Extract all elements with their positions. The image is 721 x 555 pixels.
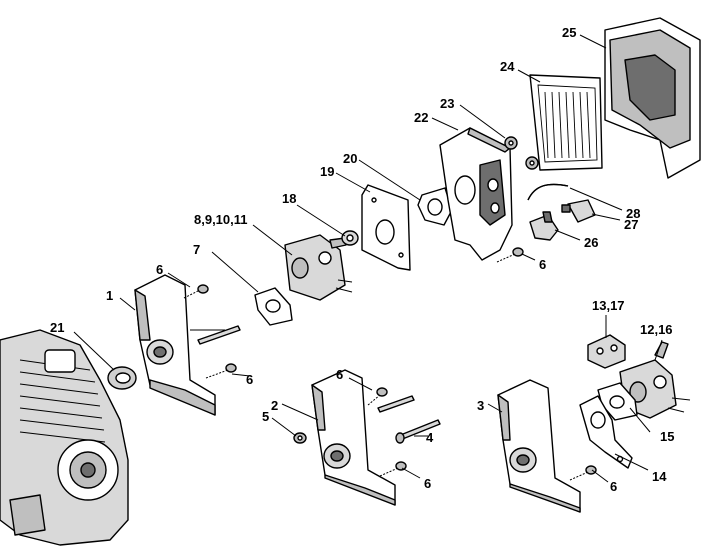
callout-14: 14 [652, 469, 667, 484]
part-23-nut [504, 136, 539, 170]
part-22-filter-base [439, 127, 513, 261]
callout-25: 25 [562, 25, 576, 40]
callout-1: 1 [106, 288, 113, 303]
screw-6c [367, 387, 388, 406]
callout-6b: 6 [246, 372, 253, 387]
callout-4: 4 [426, 430, 434, 445]
stud-2 [377, 395, 415, 413]
part-3-shroud [497, 379, 581, 513]
screw-6a [183, 284, 209, 299]
part-1-shroud [134, 274, 225, 416]
callout-labels: 1 2 3 4 5 6 6 6 6 6 6 7 8,9,10,11 12,16 … [50, 25, 674, 494]
part-24-air-filter [529, 74, 603, 171]
screw-6d [379, 461, 407, 477]
part-25-cover [604, 17, 701, 179]
part-8-carburetor [284, 234, 353, 301]
part-13-connector [587, 334, 626, 369]
callout-13-17: 13,17 [592, 298, 625, 313]
callout-26: 26 [584, 235, 598, 250]
part-21-insulator [107, 366, 137, 390]
callout-6d: 6 [424, 476, 431, 491]
part-26-fitting [529, 211, 559, 241]
part-7-gasket [254, 287, 293, 326]
stud-1 [197, 325, 241, 345]
callout-28: 28 [626, 206, 640, 221]
screw-6f [496, 247, 524, 263]
callout-18: 18 [282, 191, 296, 206]
callout-24: 24 [500, 59, 515, 74]
callout-21: 21 [50, 320, 64, 335]
callout-6f: 6 [539, 257, 546, 272]
callout-2: 2 [271, 398, 278, 413]
screw-6b [205, 363, 237, 379]
callout-27: 27 [624, 217, 638, 232]
callout-19: 19 [320, 164, 334, 179]
part-2-shroud [311, 369, 396, 506]
callout-20: 20 [343, 151, 357, 166]
callout-6c: 6 [336, 367, 343, 382]
callout-6e: 6 [610, 479, 617, 494]
callout-7: 7 [193, 242, 200, 257]
callout-3: 3 [477, 398, 484, 413]
callout-5: 5 [262, 409, 269, 424]
callout-12-16: 12,16 [640, 322, 673, 337]
callout-23: 23 [440, 96, 454, 111]
callout-22: 22 [414, 110, 428, 125]
part-28-hose [527, 183, 569, 201]
part-27-valve [561, 199, 596, 223]
leader-lines [73, 34, 663, 483]
part-5-nut [293, 432, 307, 444]
screw-6e [569, 465, 597, 481]
part-18-plug [341, 230, 359, 246]
callout-15: 15 [660, 429, 674, 444]
part-14-gasket [579, 395, 633, 469]
part-20-gasket [417, 187, 453, 226]
engine-block [0, 329, 129, 546]
part-19-gasket [361, 184, 411, 271]
stud-4 [395, 419, 441, 444]
callout-8-9-10-11: 8,9,10,11 [194, 212, 248, 227]
callout-6a: 6 [156, 262, 163, 277]
